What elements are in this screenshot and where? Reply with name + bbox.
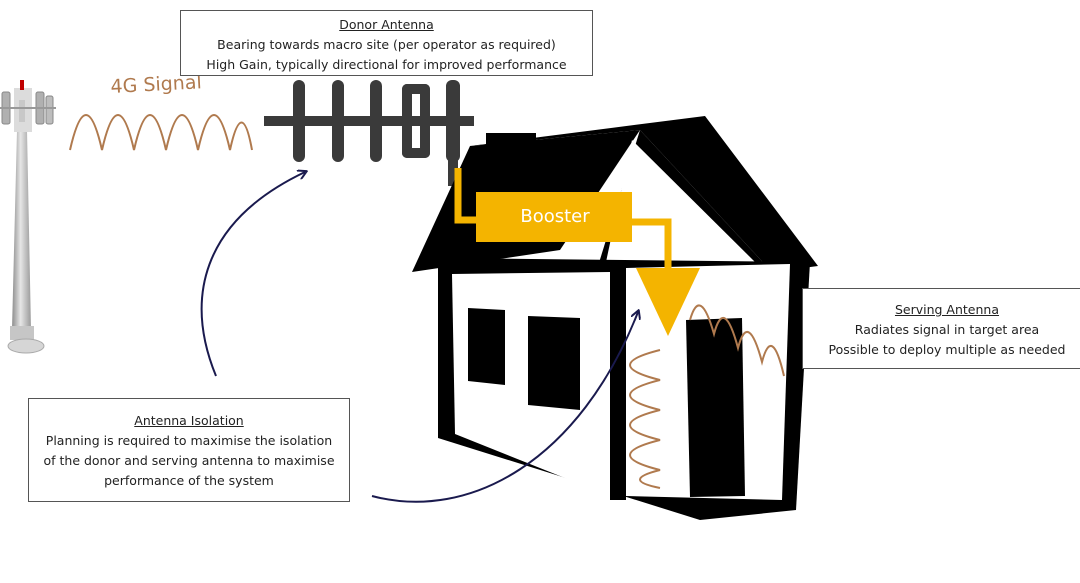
isolation-arrow-serving (371, 312, 638, 503)
serving-signal-wave-vertical (629, 349, 661, 489)
antenna-isolation-callout: Antenna Isolation Planning is required t… (28, 398, 350, 502)
serving-antenna-line: Possible to deploy multiple as needed (828, 342, 1066, 357)
booster-label: Booster (520, 206, 590, 227)
antenna-isolation-line: of the donor and serving antenna to maxi… (43, 453, 335, 468)
booster-cabling (454, 168, 672, 270)
donor-antenna-line: Bearing towards macro site (per operator… (217, 37, 556, 52)
donor-antenna-callout: Donor Antenna Bearing towards macro site… (180, 10, 593, 76)
serving-antenna-line: Radiates signal in target area (854, 322, 1040, 337)
serving-antenna-title: Serving Antenna (894, 302, 1000, 317)
donor-antenna-line: High Gain, typically directional for imp… (206, 57, 567, 72)
booster-box-icon (476, 192, 632, 242)
cell-tower-icon (0, 80, 56, 354)
house-icon (412, 116, 818, 520)
yagi-antenna-icon (264, 80, 474, 186)
serving-signal-wave-diagonal (689, 304, 785, 377)
signal-wave-4g (69, 114, 253, 151)
serving-antenna-icon (636, 268, 700, 336)
serving-antenna-callout: Serving Antenna Radiates signal in targe… (802, 288, 1080, 369)
donor-antenna-title: Donor Antenna (339, 17, 434, 32)
antenna-isolation-line: Planning is required to maximise the iso… (45, 433, 333, 448)
antenna-isolation-line: performance of the system (104, 473, 274, 488)
antenna-isolation-title: Antenna Isolation (134, 413, 244, 428)
isolation-arrow-donor (200, 172, 305, 377)
